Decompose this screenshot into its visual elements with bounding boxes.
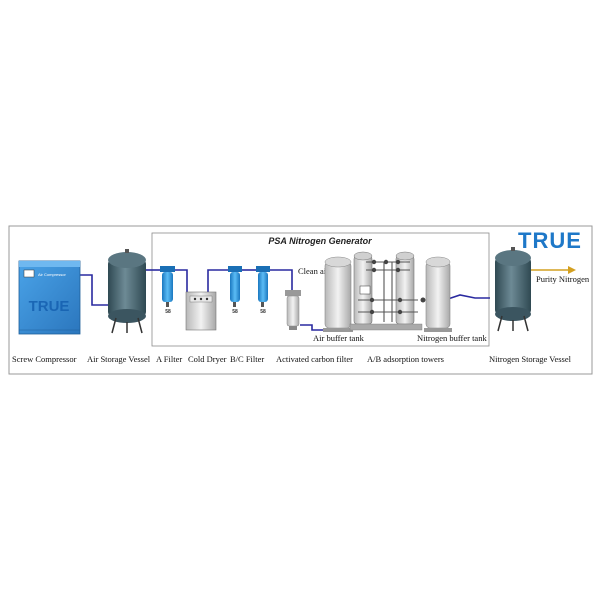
ab-adsorption-towers (349, 251, 423, 331)
clean-air-label: Clean air (298, 266, 329, 276)
b-filter: 58 (228, 266, 242, 315)
brand-logo: TRUE (518, 228, 582, 253)
air-storage-vessel (108, 249, 146, 334)
compressor-logo: TRUE (29, 298, 70, 315)
purity-nitrogen-output-arrow (531, 266, 576, 274)
diagram-frame (8, 225, 593, 375)
b-filter-mark: 58 (232, 309, 238, 315)
control-box (359, 285, 371, 295)
nitrogen-storage-vessel-label: Nitrogen Storage Vessel (489, 354, 572, 364)
activated-carbon-filter-label: Activated carbon filter (276, 354, 353, 364)
adsorption-tower-b (395, 255, 415, 325)
pipe-carbon-to-air-buffer (300, 324, 325, 331)
screw-compressor-label: Screw Compressor (12, 354, 77, 364)
purity-nitrogen-label: Purity Nitrogen (536, 274, 590, 284)
tower-skid-base (349, 323, 423, 331)
air-storage-vessel-label: Air Storage Vessel (87, 354, 151, 364)
psa-generator-boundary (151, 232, 490, 347)
compressor-panel-text: Air Compressor (38, 272, 66, 277)
bc-filter-label: B/C Filter (230, 354, 264, 364)
cold-dryer-label: Cold Dryer (188, 354, 227, 364)
psa-generator-title: PSA Nitrogen Generator (268, 236, 372, 246)
air-buffer-tank (323, 256, 353, 332)
pipe-dryer-to-b-filter (207, 269, 228, 292)
screw-compressor: Air Compressor TRUE (18, 260, 81, 335)
nitrogen-buffer-tank-label: Nitrogen buffer tank (417, 333, 487, 343)
pipe-compressor-to-vessel (80, 274, 108, 306)
nitrogen-buffer-tank (420, 256, 452, 332)
nitrogen-storage-vessel (495, 247, 531, 332)
air-buffer-tank-label: Air buffer tank (313, 333, 365, 343)
control-panel-display (23, 269, 35, 278)
cold-dryer (185, 291, 217, 331)
a-filter-label: A Filter (156, 354, 182, 364)
ab-adsorption-towers-label: A/B adsorption towers (367, 354, 444, 364)
activated-carbon-filter (285, 290, 301, 330)
a-filter-mark: 58 (165, 309, 171, 315)
c-filter-mark: 58 (260, 309, 266, 315)
pipe-c-filter-to-carbon-filter (270, 269, 293, 290)
pipe-a-filter-to-dryer (175, 269, 188, 292)
a-filter: 58 (160, 266, 175, 315)
c-filter: 58 (256, 266, 270, 315)
